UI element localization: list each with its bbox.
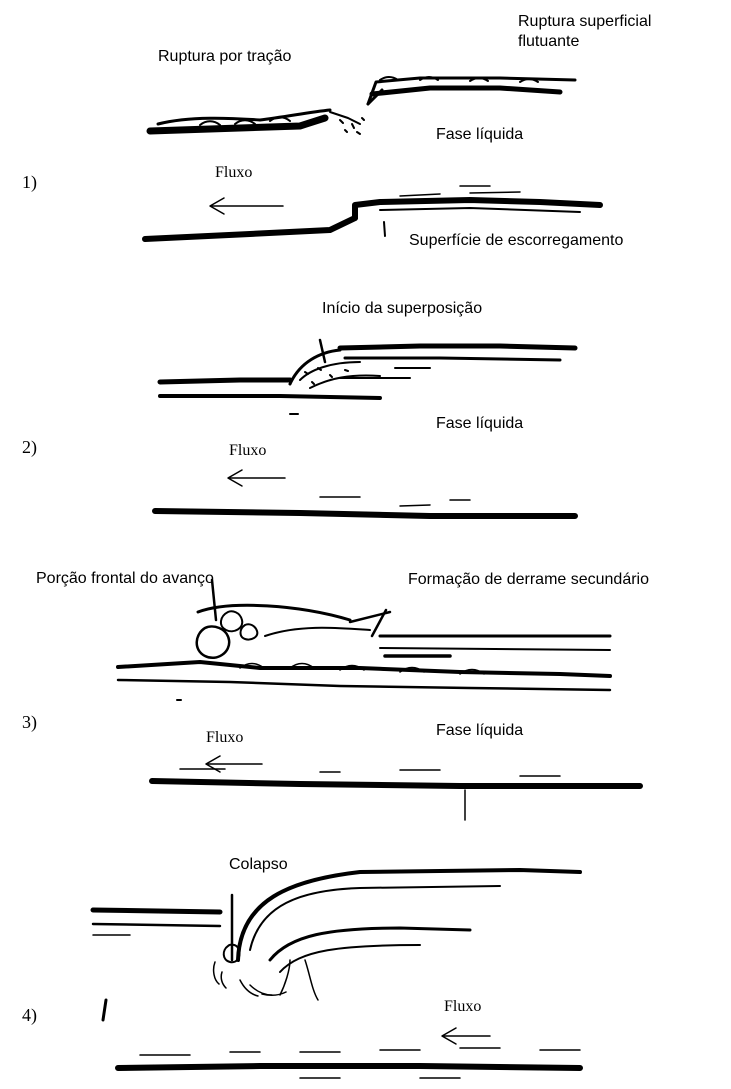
- panel-1-slip-surface: [145, 186, 600, 239]
- panel-2-base: [155, 497, 575, 516]
- panel-1-flow-arrow: [210, 198, 283, 214]
- panel-3-front: [118, 580, 610, 700]
- panel-4-base: [118, 1048, 580, 1078]
- panel-2-flow-arrow: [228, 470, 285, 486]
- panel-3-base: [152, 769, 640, 820]
- panel-4-flow-arrow: [442, 1028, 490, 1044]
- panel-2-overlap: [160, 340, 575, 414]
- panel-4-collapse: [93, 870, 580, 1020]
- panel-1-crust: [150, 77, 575, 134]
